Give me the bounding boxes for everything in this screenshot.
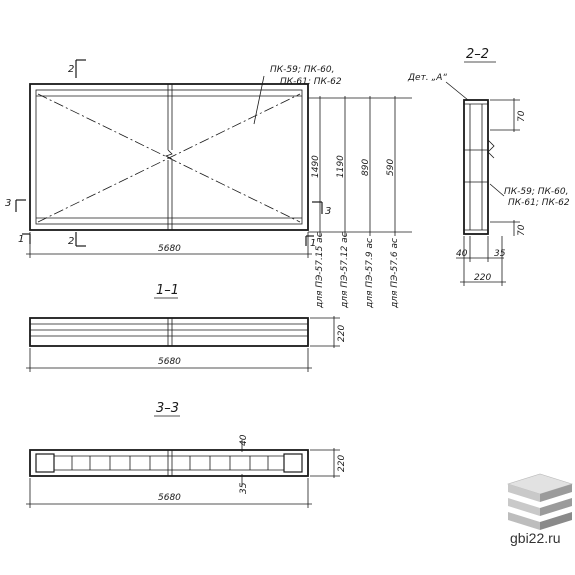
for-label-1: для ПЭ-57.15 ас (315, 232, 325, 309)
section-1-1-height: 220 (337, 325, 347, 342)
d40-value: 40 (456, 249, 468, 259)
section-2-2-title: 2–2 (466, 47, 489, 62)
sec3-left-label: 3 (5, 198, 11, 209)
plan-length-value: 5680 (158, 244, 181, 254)
d70-bottom: 70 (517, 224, 527, 236)
section-1-1-length: 5680 (158, 357, 181, 367)
plan-break-mark (164, 149, 173, 160)
section-3-3-d40: 40 (239, 434, 249, 446)
plan-view: 2 2 3 3 1 1 5680 ПК-59; ПК-60, ПК-61; ПК… (5, 59, 412, 309)
sec2-bottom-label: 2 (68, 236, 74, 247)
section-1-1-title: 1–1 (156, 283, 179, 298)
plan-diagonal-2 (37, 93, 301, 223)
rib-marks-line1: ПК-59; ПК-60, (504, 187, 568, 197)
plan-inner-outline (35, 89, 303, 225)
section-3-3-length: 5680 (158, 493, 181, 503)
d70-top: 70 (517, 110, 527, 122)
section-3-3-outline (29, 449, 309, 477)
rib-break-mark (487, 139, 495, 159)
plan-marks-leader (253, 75, 265, 125)
section-3-3-end-right (283, 453, 303, 473)
rib-marks-line2: ПК-61; ПК-62 (508, 198, 570, 208)
sec3-right-label: 3 (325, 206, 331, 217)
width-value-4: 590 (386, 159, 396, 176)
plan-outline (29, 83, 309, 231)
section-2-2: 2–2 Дет. „А“ 70 70 ПК-59; ПК-60, ПК-61; … (407, 47, 570, 286)
width-value-2: 1190 (336, 155, 346, 178)
d220-value: 220 (474, 273, 491, 283)
for-label-4: для ПЭ-57.6 ас (390, 238, 400, 309)
width-value-3: 890 (361, 159, 371, 176)
detail-a-leader (445, 81, 469, 101)
sec2-top-label: 2 (68, 64, 74, 75)
section-3-3-end-left (35, 453, 55, 473)
for-label-2: для ПЭ-57.12 ас (340, 232, 350, 309)
section-1-1: 1–1 220 5680 (26, 283, 347, 372)
detail-a-label: Дет. „А“ (407, 73, 447, 83)
sec1-right-label: 1 (310, 238, 316, 249)
plan-marks-line2: ПК-61; ПК-62 (280, 77, 342, 87)
plan-marks-line1: ПК-59; ПК-60, (270, 65, 334, 75)
rib-outline (463, 99, 489, 235)
section-3-3-height: 220 (337, 455, 347, 472)
watermark: gbi22.ru (510, 530, 561, 546)
section-1-1-outline (29, 317, 309, 347)
section-3-3: 3–3 40 35 220 5680 (26, 401, 347, 508)
width-value-1: 1490 (311, 155, 321, 178)
section-3-3-title: 3–3 (156, 401, 179, 416)
slab-stack-logo (506, 473, 574, 530)
d35-value: 35 (494, 249, 506, 259)
for-label-3: для ПЭ-57.9 ас (365, 238, 375, 309)
section-3-3-d35: 35 (239, 482, 249, 494)
sec1-left-label: 1 (18, 234, 24, 245)
rib-marks-leader (489, 183, 505, 197)
